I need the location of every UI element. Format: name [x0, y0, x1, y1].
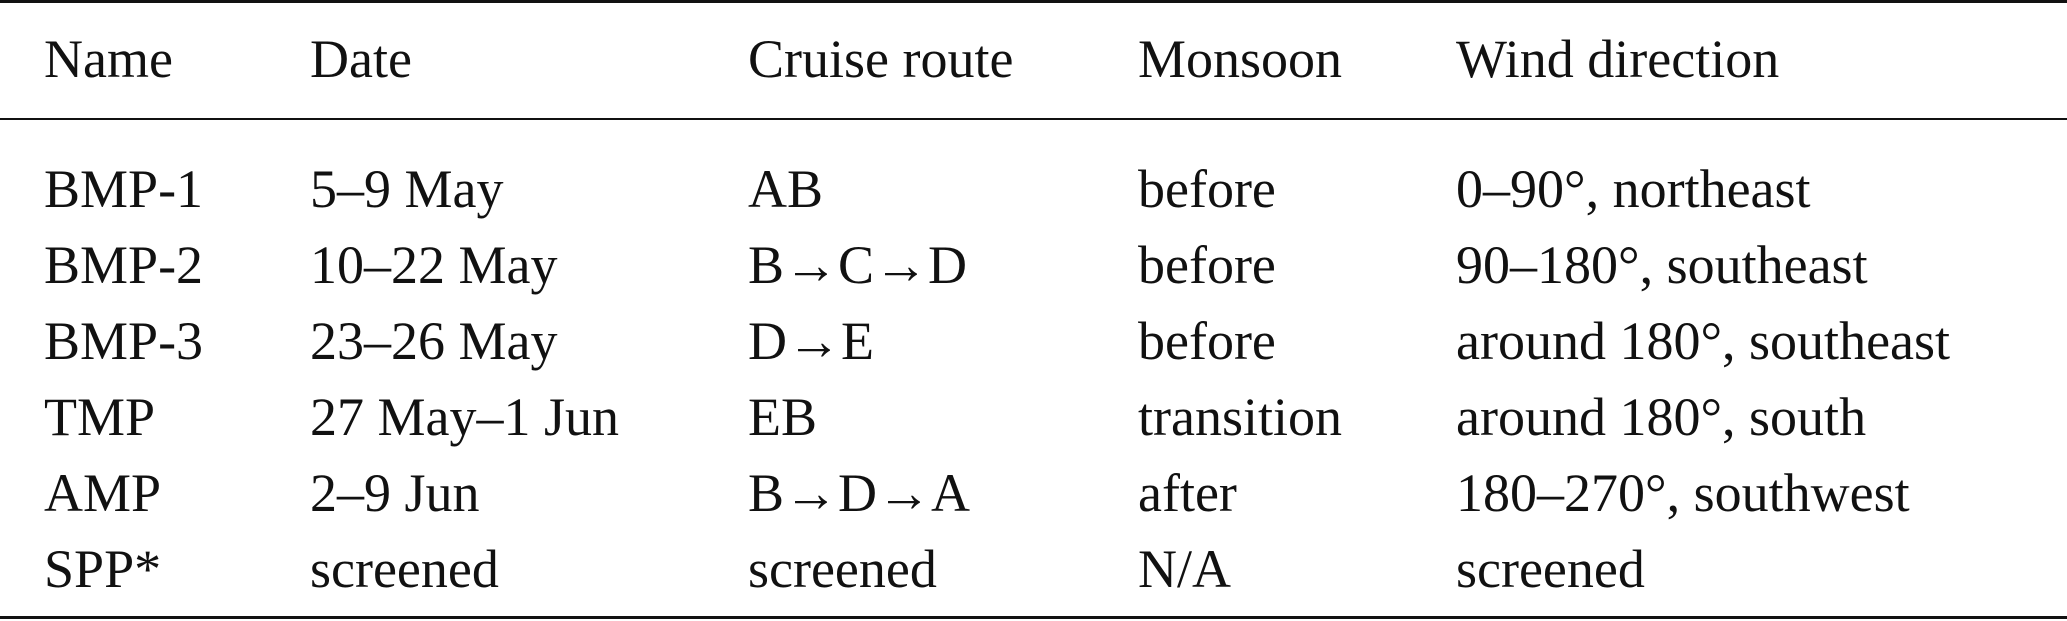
cell-wind-direction: screened — [1456, 539, 1645, 599]
table-header-row: Name Date Cruise route Monsoon Wind dire… — [0, 0, 2067, 118]
table-row: BMP-2 10–22 May B→C→D before 90–180°, so… — [0, 227, 2067, 303]
cell-date: screened — [310, 539, 499, 599]
cell-wind-direction: around 180°, south — [1456, 387, 1867, 447]
header-rule — [0, 118, 2067, 120]
table-row: TMP 27 May–1 Jun EB transition around 18… — [0, 379, 2067, 455]
table-row: SPP* screened screened N/A screened — [0, 531, 2067, 607]
cell-cruise-route: AB — [748, 159, 824, 219]
cell-monsoon: before — [1138, 235, 1276, 295]
table-row: BMP-3 23–26 May D→E before around 180°, … — [0, 303, 2067, 379]
cell-monsoon: before — [1138, 159, 1276, 219]
cell-monsoon: N/A — [1138, 539, 1231, 599]
cell-wind-direction: 0–90°, northeast — [1456, 159, 1811, 219]
table-row: AMP 2–9 Jun B→D→A after 180–270°, southw… — [0, 455, 2067, 531]
cell-cruise-route: screened — [748, 539, 937, 599]
header-wind-direction: Wind direction — [1456, 29, 1780, 89]
top-rule — [0, 0, 2067, 3]
cell-date: 27 May–1 Jun — [310, 387, 619, 447]
cell-name: SPP* — [44, 539, 162, 599]
cell-date: 5–9 May — [310, 159, 504, 219]
cell-name: AMP — [44, 463, 162, 523]
table-row: BMP-1 5–9 May AB before 0–90°, northeast — [0, 118, 2067, 227]
cell-monsoon: transition — [1138, 387, 1342, 447]
cell-wind-direction: 180–270°, southwest — [1456, 463, 1910, 523]
cell-name: TMP — [44, 387, 156, 447]
cell-date: 10–22 May — [310, 235, 558, 295]
header-monsoon: Monsoon — [1138, 29, 1343, 89]
cell-monsoon: before — [1138, 311, 1276, 371]
cell-name: BMP-3 — [44, 311, 204, 371]
cell-cruise-route: D→E — [748, 311, 874, 371]
bottom-rule — [0, 616, 2067, 619]
monsoon-cruise-table: Name Date Cruise route Monsoon Wind dire… — [0, 0, 2067, 607]
cell-name: BMP-1 — [44, 159, 204, 219]
header-date: Date — [310, 29, 412, 89]
cell-wind-direction: 90–180°, southeast — [1456, 235, 1868, 295]
cell-cruise-route: B→C→D — [748, 235, 968, 295]
cell-name: BMP-2 — [44, 235, 204, 295]
cell-wind-direction: around 180°, southeast — [1456, 311, 1951, 371]
header-name: Name — [44, 29, 173, 89]
cell-cruise-route: B→D→A — [748, 463, 971, 523]
cell-cruise-route: EB — [748, 387, 818, 447]
cell-monsoon: after — [1138, 463, 1237, 523]
cell-date: 23–26 May — [310, 311, 558, 371]
header-cruise-route: Cruise route — [748, 29, 1014, 89]
cell-date: 2–9 Jun — [310, 463, 480, 523]
